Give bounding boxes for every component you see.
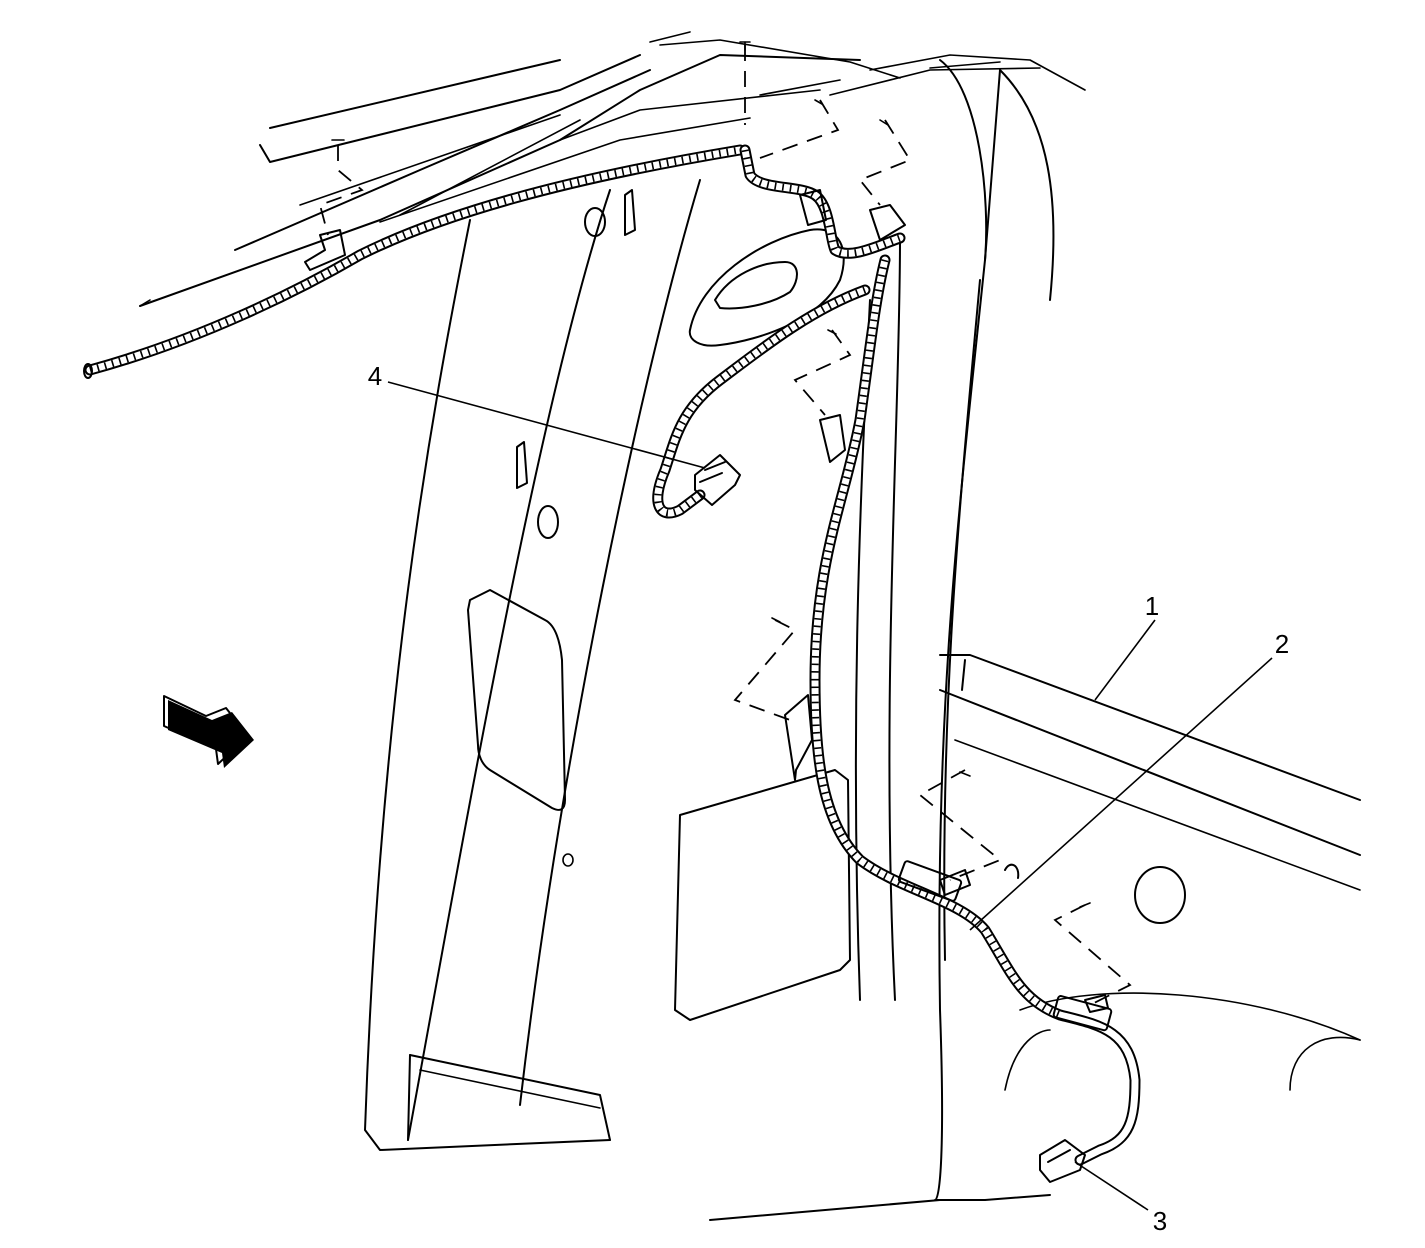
callout-2: 2 — [1275, 629, 1289, 659]
connector-item-3 — [1039, 1139, 1086, 1183]
view-direction-arrow-icon — [163, 695, 254, 768]
cargo-floor — [939, 654, 1361, 1091]
callout-1: 1 — [1145, 591, 1159, 621]
callout-3: 3 — [1153, 1206, 1167, 1236]
wiring-harness — [83, 144, 1141, 1166]
clip-install-lines — [304, 41, 1132, 1013]
leader-lines — [387, 381, 1273, 1211]
connector-item-4 — [694, 454, 741, 506]
body-pillar-panel — [364, 59, 1186, 1221]
roof-structure — [139, 31, 1086, 307]
callout-4: 4 — [368, 361, 382, 391]
